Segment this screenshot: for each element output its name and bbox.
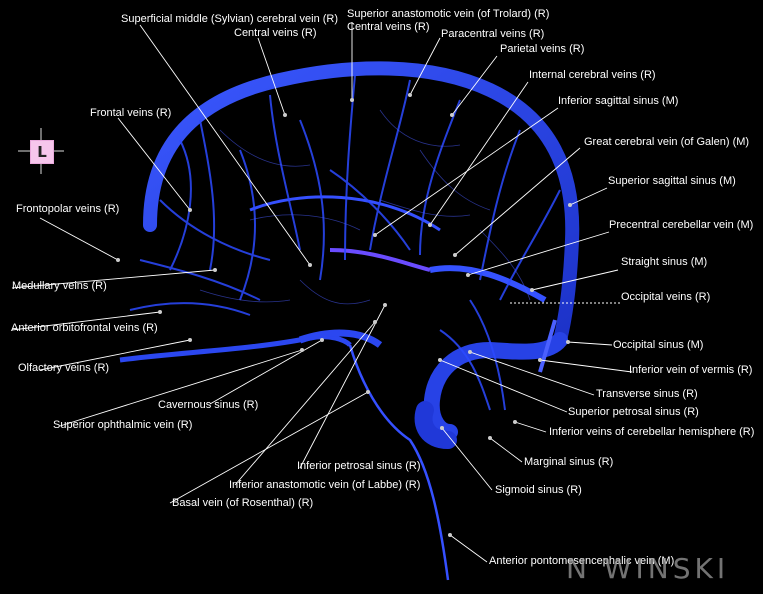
label-superior-petrosal-sinus: Superior petrosal sinus (R): [568, 406, 699, 418]
label-frontopolar-veins: Frontopolar veins (R): [16, 203, 120, 215]
label-medullary-veins: Medullary veins (R): [12, 280, 107, 292]
label-occipital-veins: Occipital veins (R): [621, 291, 711, 303]
label-inferior-anastomotic-vein: Inferior anastomotic vein (of Labbe) (R): [229, 479, 421, 491]
label-sylvian-vein: Superficial middle (Sylvian) cerebral ve…: [121, 13, 339, 25]
label-marginal-sinus: Marginal sinus (R): [524, 456, 614, 468]
orientation-letter: L: [30, 140, 54, 164]
label-olfactory-veins: Olfactory veins (R): [18, 362, 110, 374]
orientation-indicator: L: [18, 128, 64, 174]
label-superior-sagittal-sinus: Superior sagittal sinus (M): [608, 175, 736, 187]
label-frontal-veins: Frontal veins (R): [90, 107, 172, 119]
nowinski-watermark: N WINSKI: [566, 552, 730, 585]
inferior-sagittal-sinus-shape: [249, 195, 441, 232]
leader-lines: [11, 22, 633, 563]
jugular-bulb-shape: [414, 401, 457, 449]
cortical-vein-branches: [129, 74, 561, 411]
pontomesencephalic-vein-shape: [348, 344, 450, 581]
basal-vein-shape: [298, 329, 383, 348]
label-precentral-cerebellar-vein: Precentral cerebellar vein (M): [609, 219, 754, 231]
label-internal-cerebral-veins: Internal cerebral veins (R): [529, 69, 656, 81]
label-cavernous-sinus: Cavernous sinus (R): [158, 399, 259, 411]
label-central-veins-1: Central veins (R): [234, 27, 317, 39]
label-inferior-sagittal-sinus: Inferior sagittal sinus (M): [558, 95, 679, 107]
label-anterior-orbitofrontal-veins: Anterior orbitofrontal veins (R): [11, 322, 158, 334]
label-trolard-vein: Superior anastomotic vein (of Trolard) (…: [347, 8, 550, 20]
transverse-sigmoid-sinus-shape: [423, 332, 568, 440]
label-superior-ophthalmic-vein: Superior ophthalmic vein (R): [53, 419, 193, 431]
label-parietal-veins: Parietal veins (R): [500, 43, 585, 55]
leader-endpoints: [116, 93, 572, 537]
cavernous-sinus-shape: [119, 334, 352, 363]
label-anterior-pontomesencephalic-vein: Anterior pontomesencephalic vein (M): [489, 555, 675, 567]
internal-cerebral-vein-shape: [329, 248, 431, 272]
label-inferior-petrosal-sinus: Inferior petrosal sinus (R): [297, 460, 421, 472]
label-transverse-sinus: Transverse sinus (R): [596, 388, 698, 400]
label-central-veins-2: Central veins (R): [347, 21, 430, 33]
fine-vein-network: [199, 109, 531, 305]
label-sigmoid-sinus: Sigmoid sinus (R): [495, 484, 582, 496]
label-inferior-vein-of-vermis: Inferior vein of vermis (R): [629, 364, 753, 376]
label-great-cerebral-vein: Great cerebral vein (of Galen) (M): [584, 136, 750, 148]
label-straight-sinus: Straight sinus (M): [621, 256, 708, 268]
label-occipital-sinus: Occipital sinus (M): [613, 339, 704, 351]
label-inferior-veins-cerebellar-hemisphere: Inferior veins of cerebellar hemisphere …: [549, 426, 755, 438]
superior-sagittal-sinus-shape: [143, 61, 580, 347]
label-paracentral-veins: Paracentral veins (R): [441, 28, 545, 40]
occipital-sinus-shape: [538, 319, 557, 373]
straight-sinus-shape: [429, 265, 547, 303]
label-basal-vein: Basal vein (of Rosenthal) (R): [172, 497, 314, 509]
